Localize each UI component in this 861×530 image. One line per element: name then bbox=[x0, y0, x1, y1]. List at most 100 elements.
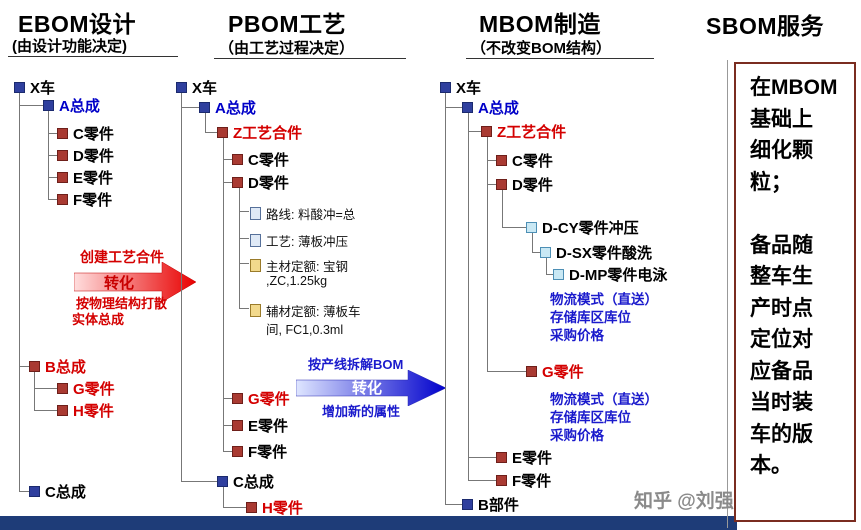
node-label: C零件 bbox=[248, 152, 289, 169]
mbom-node-e-part: E零件 bbox=[496, 450, 552, 467]
node-label: A总成 bbox=[478, 100, 519, 117]
mbom-logistics1-line2: 存储库区库位 bbox=[550, 310, 631, 325]
part-marker-icon bbox=[217, 127, 228, 138]
tree-connector-line bbox=[223, 425, 232, 426]
node-label: X车 bbox=[456, 80, 482, 97]
header-sbom-title: SBOM服务 bbox=[706, 13, 824, 39]
column-divider-line bbox=[727, 60, 728, 528]
transform1-arrow-label: 转化 bbox=[104, 275, 135, 292]
ebom-node-g-part: G零件 bbox=[57, 381, 115, 398]
mbom-node-d-part: D零件 bbox=[496, 177, 553, 194]
node-label: C零件 bbox=[73, 126, 114, 143]
part-marker-icon bbox=[57, 194, 68, 205]
pbom-node-a-assembly: A总成 bbox=[199, 100, 256, 117]
mbom-node-c-part: C零件 bbox=[496, 153, 553, 170]
ebom-node-d-part: D零件 bbox=[57, 148, 114, 165]
pbom-detail-route: 路线: 料酸冲=总 bbox=[250, 204, 355, 223]
tree-connector-line bbox=[181, 107, 199, 108]
node-label: D零件 bbox=[248, 175, 289, 192]
tree-connector-line bbox=[239, 238, 249, 239]
header-underline bbox=[466, 58, 654, 59]
tree-connector-line bbox=[487, 160, 496, 161]
node-label: H零件 bbox=[73, 403, 114, 420]
tree-connector-line bbox=[48, 199, 57, 200]
tree-connector-line bbox=[34, 410, 57, 411]
detail-text: 路线: 料酸冲=总 bbox=[266, 208, 356, 222]
mbom-node-d-cy: D-CY零件冲压 bbox=[526, 220, 639, 237]
pbom-node-f-part: F零件 bbox=[232, 444, 288, 461]
tree-connector-line bbox=[445, 107, 462, 108]
assembly-marker-icon bbox=[462, 102, 473, 113]
pbom-node-d-part: D零件 bbox=[232, 175, 289, 192]
ebom-node-x-car: X车 bbox=[14, 80, 56, 97]
tree-connector-line bbox=[205, 112, 206, 132]
tree-connector-line bbox=[487, 137, 488, 371]
assembly-marker-icon bbox=[14, 82, 25, 93]
node-label: G零件 bbox=[542, 364, 584, 381]
node-label: F零件 bbox=[73, 192, 113, 209]
tree-connector-line bbox=[19, 105, 43, 106]
transform-arrow-red-icon bbox=[74, 262, 196, 302]
ebom-node-e-part: E零件 bbox=[57, 170, 114, 187]
node-label: X车 bbox=[192, 80, 218, 97]
route-doc-icon bbox=[250, 207, 261, 220]
part-marker-icon bbox=[496, 179, 507, 190]
part-marker-icon bbox=[526, 366, 537, 377]
tree-connector-line bbox=[223, 159, 232, 160]
tree-connector-line bbox=[48, 133, 57, 134]
node-label: C总成 bbox=[45, 484, 86, 501]
part-marker-icon bbox=[232, 393, 243, 404]
mbom-logistics1-line1: 物流模式（直送） bbox=[550, 292, 658, 307]
tree-connector-line bbox=[223, 398, 232, 399]
tree-connector-line bbox=[223, 138, 224, 451]
mbom-node-f-part: F零件 bbox=[496, 473, 551, 490]
pbom-node-x-car: X车 bbox=[176, 80, 218, 97]
header-ebom-title: EBOM设计 bbox=[18, 11, 136, 37]
tree-connector-line bbox=[239, 308, 249, 309]
header-mbom-subtitle: （不改变BOM结构） bbox=[471, 40, 611, 57]
tree-connector-line bbox=[487, 184, 496, 185]
part-marker-icon bbox=[57, 172, 68, 183]
tree-connector-line bbox=[532, 233, 533, 252]
part-marker-icon bbox=[232, 420, 243, 431]
tree-connector-line bbox=[205, 132, 217, 133]
bottom-bar bbox=[0, 516, 737, 530]
node-label: E零件 bbox=[73, 170, 114, 187]
mbom-logistics2-line2: 存储库区库位 bbox=[550, 410, 631, 425]
assembly-marker-icon bbox=[440, 82, 451, 93]
node-label: X车 bbox=[30, 80, 56, 97]
part-marker-icon bbox=[496, 475, 507, 486]
part-marker-icon bbox=[29, 361, 40, 372]
ebom-node-h-part: H零件 bbox=[57, 403, 114, 420]
part-marker-icon bbox=[496, 452, 507, 463]
detail-text: 主材定额: 宝钢 bbox=[266, 260, 348, 274]
tree-connector-line bbox=[223, 451, 232, 452]
mbom-node-d-mp: D-MP零件电泳 bbox=[553, 267, 668, 284]
node-label: D-MP零件电泳 bbox=[569, 267, 668, 284]
transform2-arrow-label: 转化 bbox=[352, 380, 383, 397]
assembly-marker-icon bbox=[29, 486, 40, 497]
part-marker-icon bbox=[57, 150, 68, 161]
node-label: D-SX零件酸洗 bbox=[556, 245, 652, 262]
node-label: B部件 bbox=[478, 497, 519, 514]
pbom-node-z-process-part: Z工艺合件 bbox=[217, 125, 302, 142]
part-marker-icon bbox=[481, 126, 492, 137]
node-label: F零件 bbox=[248, 444, 288, 461]
tree-connector-line bbox=[223, 182, 232, 183]
tree-connector-line bbox=[546, 274, 553, 275]
tree-connector-line bbox=[468, 131, 481, 132]
pbom-detail-process: 工艺: 薄板冲压 bbox=[250, 231, 348, 250]
tree-connector-line bbox=[34, 371, 35, 410]
header-mbom-title: MBOM制造 bbox=[479, 11, 601, 37]
tree-connector-line bbox=[223, 486, 224, 507]
pbom-detail-main-material-2: ,ZC,1.25kg bbox=[266, 274, 327, 288]
pbom-detail-aux-material-2: 间, FC1,0.3ml bbox=[266, 319, 343, 338]
pbom-node-c-part: C零件 bbox=[232, 152, 289, 169]
header-pbom-title: PBOM工艺 bbox=[228, 11, 346, 37]
aux-material-quota-icon bbox=[250, 304, 261, 317]
node-label: G零件 bbox=[73, 381, 115, 398]
ebom-node-b-assembly: B总成 bbox=[29, 359, 86, 376]
operation-marker-icon bbox=[540, 247, 551, 258]
assembly-marker-icon bbox=[462, 499, 473, 510]
